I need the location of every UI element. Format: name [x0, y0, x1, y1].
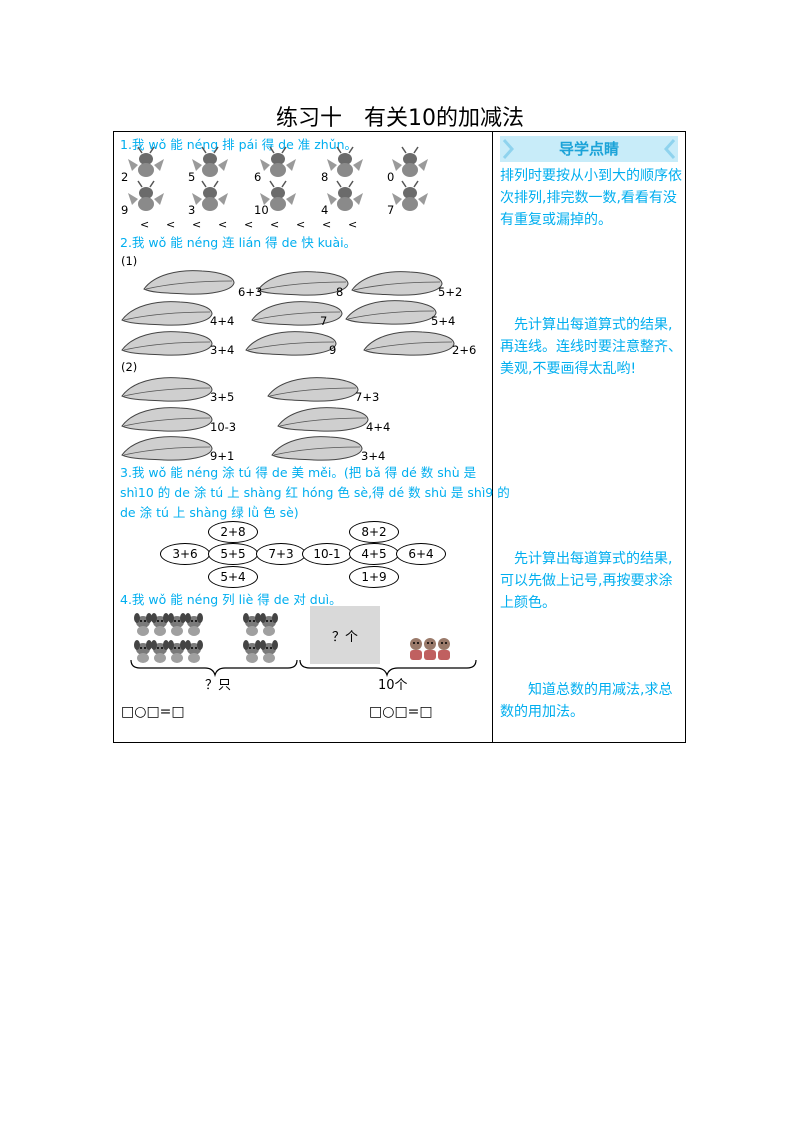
answer-equation[interactable]: □○□=□	[121, 704, 185, 720]
less-than-sign: <	[270, 218, 280, 231]
q1-number: 3	[188, 203, 196, 217]
q2-expression: 4+4	[366, 420, 391, 434]
q2-expression: 5+4	[431, 314, 456, 328]
q1-number: 7	[387, 203, 395, 217]
q2-result: 9	[329, 343, 337, 357]
left-total-label: ？只	[205, 678, 232, 693]
answer-equation[interactable]: □○□=□	[369, 704, 433, 720]
q2-expression: 7+3	[355, 390, 380, 404]
guide-tip: 先计算出每道算式的结果,再连线。连线时要注意整齐、美观,不要画得太乱哟!	[500, 317, 682, 377]
color-oval[interactable]: 10-1	[302, 543, 352, 565]
q2-part1-label: (1)	[121, 254, 138, 268]
puppy-icon	[260, 640, 278, 663]
guide-tip: 知道总数的用减法,求总数的用加法。	[500, 682, 673, 720]
q2-expression: 10-3	[210, 420, 237, 434]
color-oval[interactable]: 5+4	[208, 566, 258, 588]
less-than-sign: <	[322, 218, 332, 231]
q1-number: 0	[387, 170, 395, 184]
worksheet-frame	[113, 131, 686, 743]
column-divider	[492, 131, 493, 743]
q1-number: 8	[321, 170, 329, 184]
q2-expression: 3+5	[210, 390, 235, 404]
q3-prompt-line: de 涂 tú 上 shàng 绿 lǜ 色 sè)	[120, 505, 299, 520]
less-than-sign: <	[218, 218, 228, 231]
q1-number: 6	[254, 170, 262, 184]
puppy-icon	[185, 640, 203, 663]
q1-number: 2	[121, 170, 129, 184]
color-oval[interactable]: 5+5	[208, 543, 258, 565]
guide-tip: 排列时要按从小到大的顺序依次排列,排完数一数,看看有没有重复或漏掉的。	[500, 168, 682, 228]
guide-header: 导学点睛	[500, 136, 678, 162]
color-oval[interactable]: 8+2	[349, 521, 399, 543]
q2-expression: 5+2	[438, 285, 463, 299]
q2-expression: 4+4	[210, 314, 235, 328]
right-brace	[299, 659, 477, 678]
unknown-count-box: ？个	[310, 606, 380, 664]
guide-tip: 先计算出每道算式的结果,可以先做上记号,再按要求涂上颜色。	[500, 551, 673, 611]
q2-expression: 2+6	[452, 343, 477, 357]
right-total-label: 10个	[378, 678, 408, 693]
q2-expression: 3+4	[210, 343, 235, 357]
color-oval[interactable]: 4+5	[349, 543, 399, 565]
q1-number: 9	[121, 203, 129, 217]
q3-prompt-line: shì10 的 de 涂 tú 上 shàng 红 hóng 色 sè,得 dé…	[120, 485, 510, 500]
doll-icon	[424, 638, 436, 660]
q1-number: 5	[188, 170, 196, 184]
less-than-sign: <	[166, 218, 176, 231]
puppy-icon	[134, 640, 152, 663]
color-oval[interactable]: 6+4	[396, 543, 446, 565]
guide-header-title: 导学点睛	[558, 140, 619, 158]
color-oval[interactable]: 3+6	[160, 543, 210, 565]
q2-expression: 3+4	[361, 449, 386, 463]
q1-prompt: 1.我 wǒ 能 néng 排 pái 得 de 准 zhǔn。	[120, 137, 358, 152]
q2-result: 7	[320, 314, 328, 328]
less-than-sign: <	[296, 218, 306, 231]
page-title: 练习十 有关10的加减法	[276, 106, 524, 131]
q2-part2-label: (2)	[121, 360, 138, 374]
puppy-icon	[168, 613, 186, 636]
less-than-sign: <	[140, 218, 150, 231]
puppy-icon	[243, 613, 261, 636]
puppy-icon	[243, 640, 261, 663]
puppy-icon	[134, 613, 152, 636]
puppy-icon	[260, 613, 278, 636]
q2-expression: 6+3	[238, 285, 263, 299]
puppy-icon	[151, 640, 169, 663]
puppy-icon	[151, 613, 169, 636]
q2-result: 8	[336, 285, 344, 299]
q1-number: 10	[254, 203, 269, 217]
q4-prompt: 4.我 wǒ 能 néng 列 liè 得 de 对 duì。	[120, 592, 342, 607]
doll-icon	[438, 638, 450, 660]
q3-prompt-line: 3.我 wǒ 能 néng 涂 tú 得 de 美 měi。(把 bǎ 得 dé…	[120, 465, 477, 480]
q2-prompt: 2.我 wǒ 能 néng 连 lián 得 de 快 kuài。	[120, 235, 357, 250]
doll-icon	[410, 638, 422, 660]
q4-illustrations	[130, 613, 477, 678]
color-oval[interactable]: 1+9	[349, 566, 399, 588]
less-than-sign: <	[244, 218, 254, 231]
left-brace	[130, 659, 298, 678]
q2-expression: 9+1	[210, 449, 235, 463]
less-than-sign: <	[192, 218, 202, 231]
guide-header-chevrons	[502, 139, 676, 159]
q1-number: 4	[321, 203, 329, 217]
puppy-icon	[185, 613, 203, 636]
less-than-sign: <	[348, 218, 358, 231]
puppy-icon	[168, 640, 186, 663]
unknown-count-label: ？个	[331, 630, 358, 645]
